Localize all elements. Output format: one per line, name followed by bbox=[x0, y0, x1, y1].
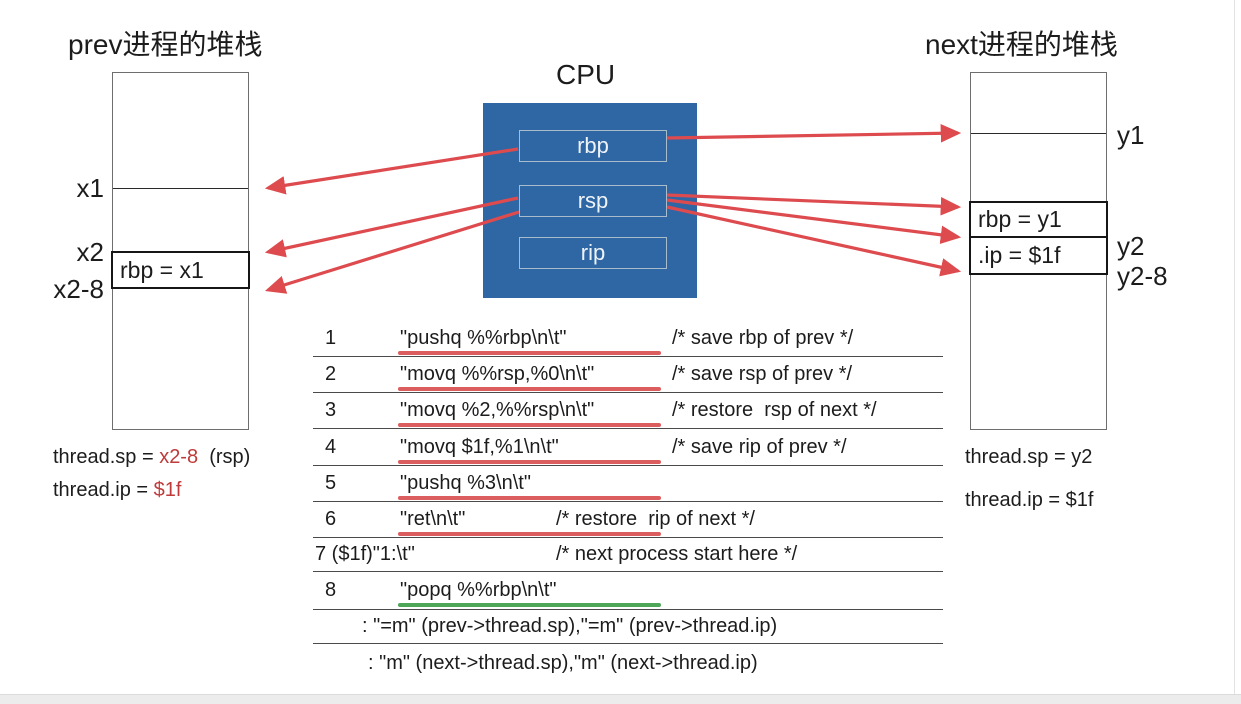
code-rule-5 bbox=[313, 501, 943, 502]
code-row-8-instr: "popq %%rbp\n\t" bbox=[400, 579, 557, 601]
next-stack-label-y2: y2 bbox=[1117, 231, 1145, 261]
code-row-1-comment: /* save rbp of prev */ bbox=[672, 327, 854, 349]
code-rule-8 bbox=[313, 609, 943, 610]
prev-stack-label-x2: x2 bbox=[76, 237, 104, 267]
code-constraint-1: : "=m" (prev->thread.sp),"=m" (prev->thr… bbox=[362, 615, 778, 637]
cpu-title: CPU bbox=[556, 59, 616, 90]
next-stack-y1-line bbox=[971, 133, 1106, 134]
register-rip: rip bbox=[519, 237, 667, 269]
arrow-rsp-to-x2 bbox=[264, 196, 519, 258]
next-stack-rbp-cell: rbp = y1 bbox=[969, 201, 1108, 238]
code-row-3-comment: /* restore rsp of next */ bbox=[672, 399, 877, 421]
prev-thread-value-0: x2-8 bbox=[159, 446, 199, 468]
code-row-5-instr: "pushq %3\n\t" bbox=[400, 472, 531, 494]
code-constraint-2: : "m" (next->thread.sp),"m" (next->threa… bbox=[368, 652, 758, 674]
code-rule-9 bbox=[313, 643, 943, 644]
code-row-2-instr: "movq %%rsp,%0\n\t" bbox=[400, 363, 595, 385]
next-thread-value-1: $1f bbox=[1065, 489, 1094, 511]
code-row-6-underline bbox=[398, 532, 661, 536]
code-row-5-underline bbox=[398, 496, 661, 500]
prev-stack-title: prev进程的堆栈 bbox=[68, 29, 263, 60]
prev-thread-value-1: $1f bbox=[153, 479, 182, 501]
code-row-6-comment: /* restore rip of next */ bbox=[556, 508, 755, 530]
code-row-1-instr: "pushq %%rbp\n\t" bbox=[400, 327, 567, 349]
arrow-rsp-to-y2 bbox=[666, 198, 962, 245]
code-rule-2 bbox=[313, 392, 943, 393]
arrow-rsp-to-x2-8 bbox=[264, 210, 520, 294]
code-rule-6 bbox=[313, 537, 943, 538]
code-row-8-underline bbox=[398, 603, 661, 607]
prev-stack-rbp-cell: rbp = x1 bbox=[111, 251, 250, 289]
next-stack-label-y1: y1 bbox=[1117, 120, 1145, 150]
code-row-3-num: 3 bbox=[325, 399, 337, 421]
next-stack-ip-cell: .ip = $1f bbox=[969, 236, 1108, 275]
next-stack-label-y2-8: y2-8 bbox=[1117, 261, 1168, 291]
page-bottom-band bbox=[0, 694, 1241, 704]
next-stack-box: rbp = y1 .ip = $1f bbox=[969, 72, 1108, 430]
next-thread-value-0: y2 bbox=[1071, 446, 1093, 468]
next-thread-line-0: thread.sp = y2 bbox=[965, 446, 1093, 468]
code-row-4-instr: "movq $1f,%1\n\t" bbox=[400, 436, 559, 458]
register-rsp: rsp bbox=[519, 185, 667, 217]
next-stack-title: next进程的堆栈 bbox=[925, 29, 1118, 60]
code-row-1-underline bbox=[398, 351, 661, 355]
code-row-5-num: 5 bbox=[325, 472, 337, 494]
code-row-2-num: 2 bbox=[325, 363, 337, 385]
arrow-rsp-to-next-rbp bbox=[666, 193, 962, 216]
code-rule-4 bbox=[313, 465, 943, 466]
code-row-4-comment: /* save rip of prev */ bbox=[672, 436, 847, 458]
arrow-rbp-to-y1 bbox=[666, 124, 962, 143]
prev-stack-rbp-cell-label: rbp = x1 bbox=[120, 256, 204, 283]
prev-thread-line-0: thread.sp = x2-8 (rsp) bbox=[53, 446, 251, 468]
next-stack-ip-cell-label: .ip = $1f bbox=[978, 242, 1061, 268]
code-row-2-comment: /* save rsp of prev */ bbox=[672, 363, 853, 385]
prev-stack-box: rbp = x1 bbox=[111, 72, 250, 430]
code-rule-3 bbox=[313, 428, 943, 429]
code-rule-1 bbox=[313, 356, 943, 357]
prev-stack-label-x1: x1 bbox=[76, 173, 104, 203]
code-row-2-underline bbox=[398, 387, 661, 391]
code-row-3-underline bbox=[398, 423, 661, 427]
register-rbp: rbp bbox=[519, 130, 667, 162]
prev-thread-line-1: thread.ip = $1f bbox=[53, 479, 182, 501]
next-thread-line-1: thread.ip = $1f bbox=[965, 489, 1094, 511]
code-row-6-instr: "ret\n\t" bbox=[400, 508, 466, 530]
code-row-7-comment: /* next process start here */ bbox=[556, 543, 798, 565]
code-row-7-label: 7 ($1f)"1:\t" bbox=[315, 543, 415, 565]
code-row-1-num: 1 bbox=[325, 327, 337, 349]
arrow-rsp-to-y2-8 bbox=[666, 205, 962, 277]
code-rule-7 bbox=[313, 571, 943, 572]
code-row-3-instr: "movq %2,%%rsp\n\t" bbox=[400, 399, 595, 421]
code-row-4-underline bbox=[398, 460, 661, 464]
code-row-4-num: 4 bbox=[325, 436, 337, 458]
arrow-rbp-to-x1 bbox=[264, 147, 519, 195]
next-stack-rbp-cell-label: rbp = y1 bbox=[978, 206, 1062, 232]
cpu-box: rbp rsp rip bbox=[483, 103, 697, 298]
code-row-8-num: 8 bbox=[325, 579, 337, 601]
code-row-6-num: 6 bbox=[325, 508, 337, 530]
prev-stack-x1-line bbox=[113, 188, 248, 189]
prev-stack-label-x2-8: x2-8 bbox=[53, 274, 104, 304]
page-right-edge bbox=[1234, 0, 1235, 694]
